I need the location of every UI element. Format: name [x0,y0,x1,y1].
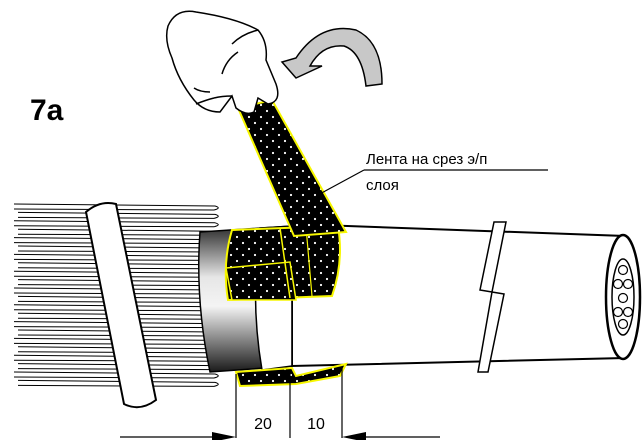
tape-underside [234,362,348,388]
dimension-left: 20 [254,416,272,433]
core-strand [612,278,624,290]
core-strand [617,318,629,330]
dimension-right: 10 [307,416,325,433]
core-strand [617,292,629,304]
wire-strand [17,379,219,387]
tape-strip [236,98,348,238]
core-strand [617,264,629,276]
dimension-annotation [120,368,440,440]
step-label: 7a [30,94,64,127]
core-strand [622,278,634,290]
cable-break-mark [477,221,507,373]
rotate-arrow-icon [280,27,383,87]
core-strand [622,306,634,318]
hand-icon [165,10,279,115]
tape-wrap [224,224,341,302]
callout-line-2: слоя [366,177,399,194]
callout: Лента на срез э/п слоя [315,151,548,197]
wire-binding-band [84,202,158,409]
core-strand [612,306,624,318]
cable-end-section [604,233,642,361]
wire-strand [13,371,219,379]
callout-line-1: Лента на срез э/п [366,151,487,168]
